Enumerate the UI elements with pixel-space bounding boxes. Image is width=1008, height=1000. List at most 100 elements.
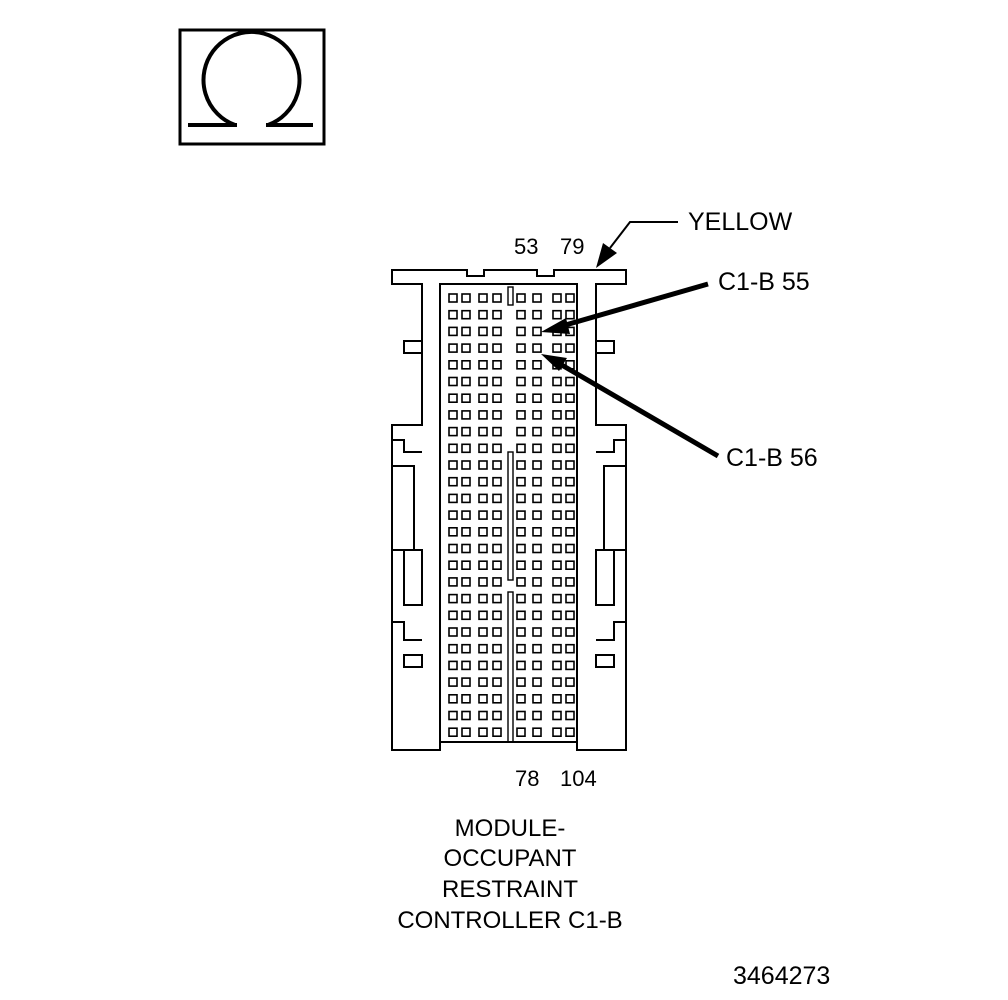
pin-cavity <box>516 627 526 637</box>
pin-cavity <box>552 610 562 621</box>
pin-cavity <box>448 727 458 738</box>
pin-cavity <box>492 293 502 303</box>
pin-cavity <box>492 593 502 604</box>
pin-cavity <box>552 643 562 654</box>
pin-cavity <box>478 309 488 320</box>
pin-cavity <box>461 610 471 621</box>
pin-cavity <box>478 476 488 487</box>
pin-cavity <box>448 309 458 320</box>
pin-cavity <box>552 577 562 587</box>
pin-cavity <box>532 293 542 303</box>
pin-cavity <box>478 326 488 337</box>
pin-cavity <box>478 526 488 537</box>
pin-cavity <box>492 543 502 554</box>
pin-cavity <box>448 693 458 704</box>
connector-body <box>391 269 627 751</box>
pin-cavity <box>492 727 502 738</box>
center-divider <box>507 591 514 743</box>
pin-cavity <box>532 426 542 437</box>
pin-cavity <box>478 627 488 637</box>
pin-cavity <box>478 710 488 721</box>
pin-cavity <box>552 493 562 504</box>
pin-cavity <box>516 443 526 454</box>
pin-cavity <box>448 577 458 587</box>
callout-c1b-56-label: C1-B 56 <box>726 444 818 472</box>
pin-cavity <box>516 493 526 504</box>
pin-cavity <box>516 643 526 654</box>
title-line-2: OCCUPANT <box>444 845 577 872</box>
pin-cavity <box>532 359 542 370</box>
pin-cavity <box>532 560 542 571</box>
pin-label-104: 104 <box>560 766 597 791</box>
pin-cavity <box>565 293 575 303</box>
pin-cavity <box>532 727 542 738</box>
pin-cavity <box>532 710 542 721</box>
pin-cavity <box>552 543 562 554</box>
pin-cavity <box>565 426 575 437</box>
pin-cavity <box>565 460 575 470</box>
pin-cavity <box>565 693 575 704</box>
pin-cavity <box>478 677 488 687</box>
pin-cavity <box>516 476 526 487</box>
pin-cavity <box>565 577 575 587</box>
pin-cavity <box>448 643 458 654</box>
pin-cavity <box>532 343 542 353</box>
pin-cavity <box>448 359 458 370</box>
pin-cavity <box>516 376 526 387</box>
pin-cavity <box>552 526 562 537</box>
pin-cavity <box>565 476 575 487</box>
pin-cavity <box>532 476 542 487</box>
pin-cavity <box>461 410 471 420</box>
pin-cavity <box>552 410 562 420</box>
pin-cavity <box>565 643 575 654</box>
pin-cavity <box>492 560 502 571</box>
pin-cavity <box>532 460 542 470</box>
title-line-1: MODULE- <box>455 815 566 842</box>
pin-cavity <box>552 677 562 687</box>
pin-cavity <box>552 460 562 470</box>
pin-cavity <box>461 660 471 671</box>
pin-cavity <box>516 693 526 704</box>
pin-cavity <box>492 359 502 370</box>
pin-cavity <box>478 693 488 704</box>
center-divider <box>507 451 514 581</box>
pin-cavity <box>492 376 502 387</box>
pin-cavity <box>552 476 562 487</box>
pin-cavity <box>565 393 575 404</box>
pin-cavity <box>565 493 575 504</box>
pin-cavity <box>565 309 575 320</box>
pin-cavity <box>461 293 471 303</box>
callout-56-arrowhead <box>541 354 567 371</box>
pin-cavity <box>516 393 526 404</box>
pin-cavities <box>448 286 575 743</box>
pin-label-53: 53 <box>514 234 538 259</box>
pin-cavity <box>532 376 542 387</box>
pin-cavity <box>461 710 471 721</box>
pin-cavity <box>565 727 575 738</box>
pin-cavity <box>565 376 575 387</box>
pin-cavity <box>478 727 488 738</box>
pin-cavity <box>478 577 488 587</box>
pin-cavity <box>532 577 542 587</box>
pin-cavity <box>516 426 526 437</box>
pin-cavity <box>448 593 458 604</box>
pin-cavity <box>532 543 542 554</box>
pin-cavity <box>565 593 575 604</box>
pin-cavity <box>516 343 526 353</box>
pin-cavity <box>492 343 502 353</box>
pin-cavity <box>478 493 488 504</box>
pin-cavity <box>461 577 471 587</box>
pin-cavity <box>516 710 526 721</box>
pin-cavity <box>478 293 488 303</box>
pin-cavity <box>532 693 542 704</box>
pin-cavity <box>516 560 526 571</box>
pin-cavity <box>516 359 526 370</box>
pin-cavity <box>448 393 458 404</box>
pin-cavity <box>516 526 526 537</box>
pin-cavity <box>492 426 502 437</box>
pin-cavity <box>461 510 471 520</box>
pin-cavity <box>448 493 458 504</box>
pin-cavity <box>532 643 542 654</box>
pin-cavity <box>478 343 488 353</box>
